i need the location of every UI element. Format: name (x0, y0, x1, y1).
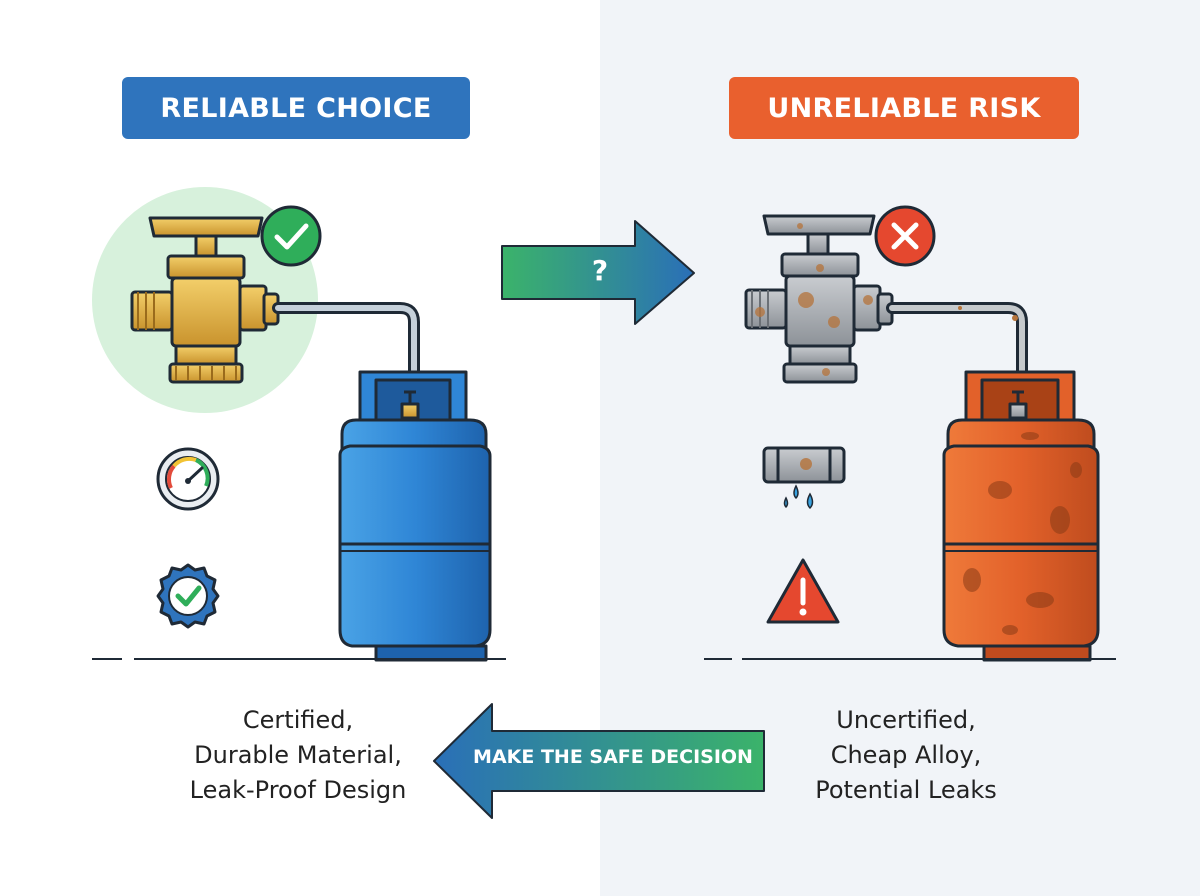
unreliable-caption: Uncertified, Cheap Alloy, Potential Leak… (746, 703, 1066, 808)
safe-decision-arrow (433, 703, 765, 819)
reliable-caption-line-1: Certified, (242, 706, 354, 734)
reliable-caption-line-3: Leak-Proof Design (189, 776, 407, 804)
reliable-caption-line-2: Durable Material, (194, 741, 402, 769)
leaking-pipe-icon (762, 446, 846, 510)
brass-valve-icon (130, 216, 280, 384)
unreliable-caption-line-1: Uncertified, (836, 706, 976, 734)
rusty-valve-icon (744, 214, 894, 384)
rust-spots-valve (755, 223, 873, 376)
safe-decision-label: MAKE THE SAFE DECISION (473, 746, 753, 768)
reliable-caption: Certified, Durable Material, Leak-Proof … (138, 703, 458, 808)
hose-right (886, 302, 1028, 378)
question-arrow (501, 220, 695, 325)
rusty-gas-cylinder-icon (942, 370, 1100, 662)
question-mark-label: ? (591, 254, 609, 287)
certified-seal-icon (156, 563, 220, 629)
rust-spots-cylinder (963, 432, 1082, 635)
reliable-choice-badge: RELIABLE CHOICE (122, 77, 470, 139)
check-circle-icon (260, 205, 322, 267)
unreliable-caption-line-3: Potential Leaks (815, 776, 997, 804)
blue-gas-cylinder-icon (338, 370, 492, 662)
warning-triangle-icon (766, 558, 840, 624)
unreliable-caption-line-2: Cheap Alloy, (830, 741, 982, 769)
unreliable-risk-badge: UNRELIABLE RISK (729, 77, 1079, 139)
cross-circle-icon (874, 205, 936, 267)
pressure-gauge-icon (156, 447, 220, 511)
